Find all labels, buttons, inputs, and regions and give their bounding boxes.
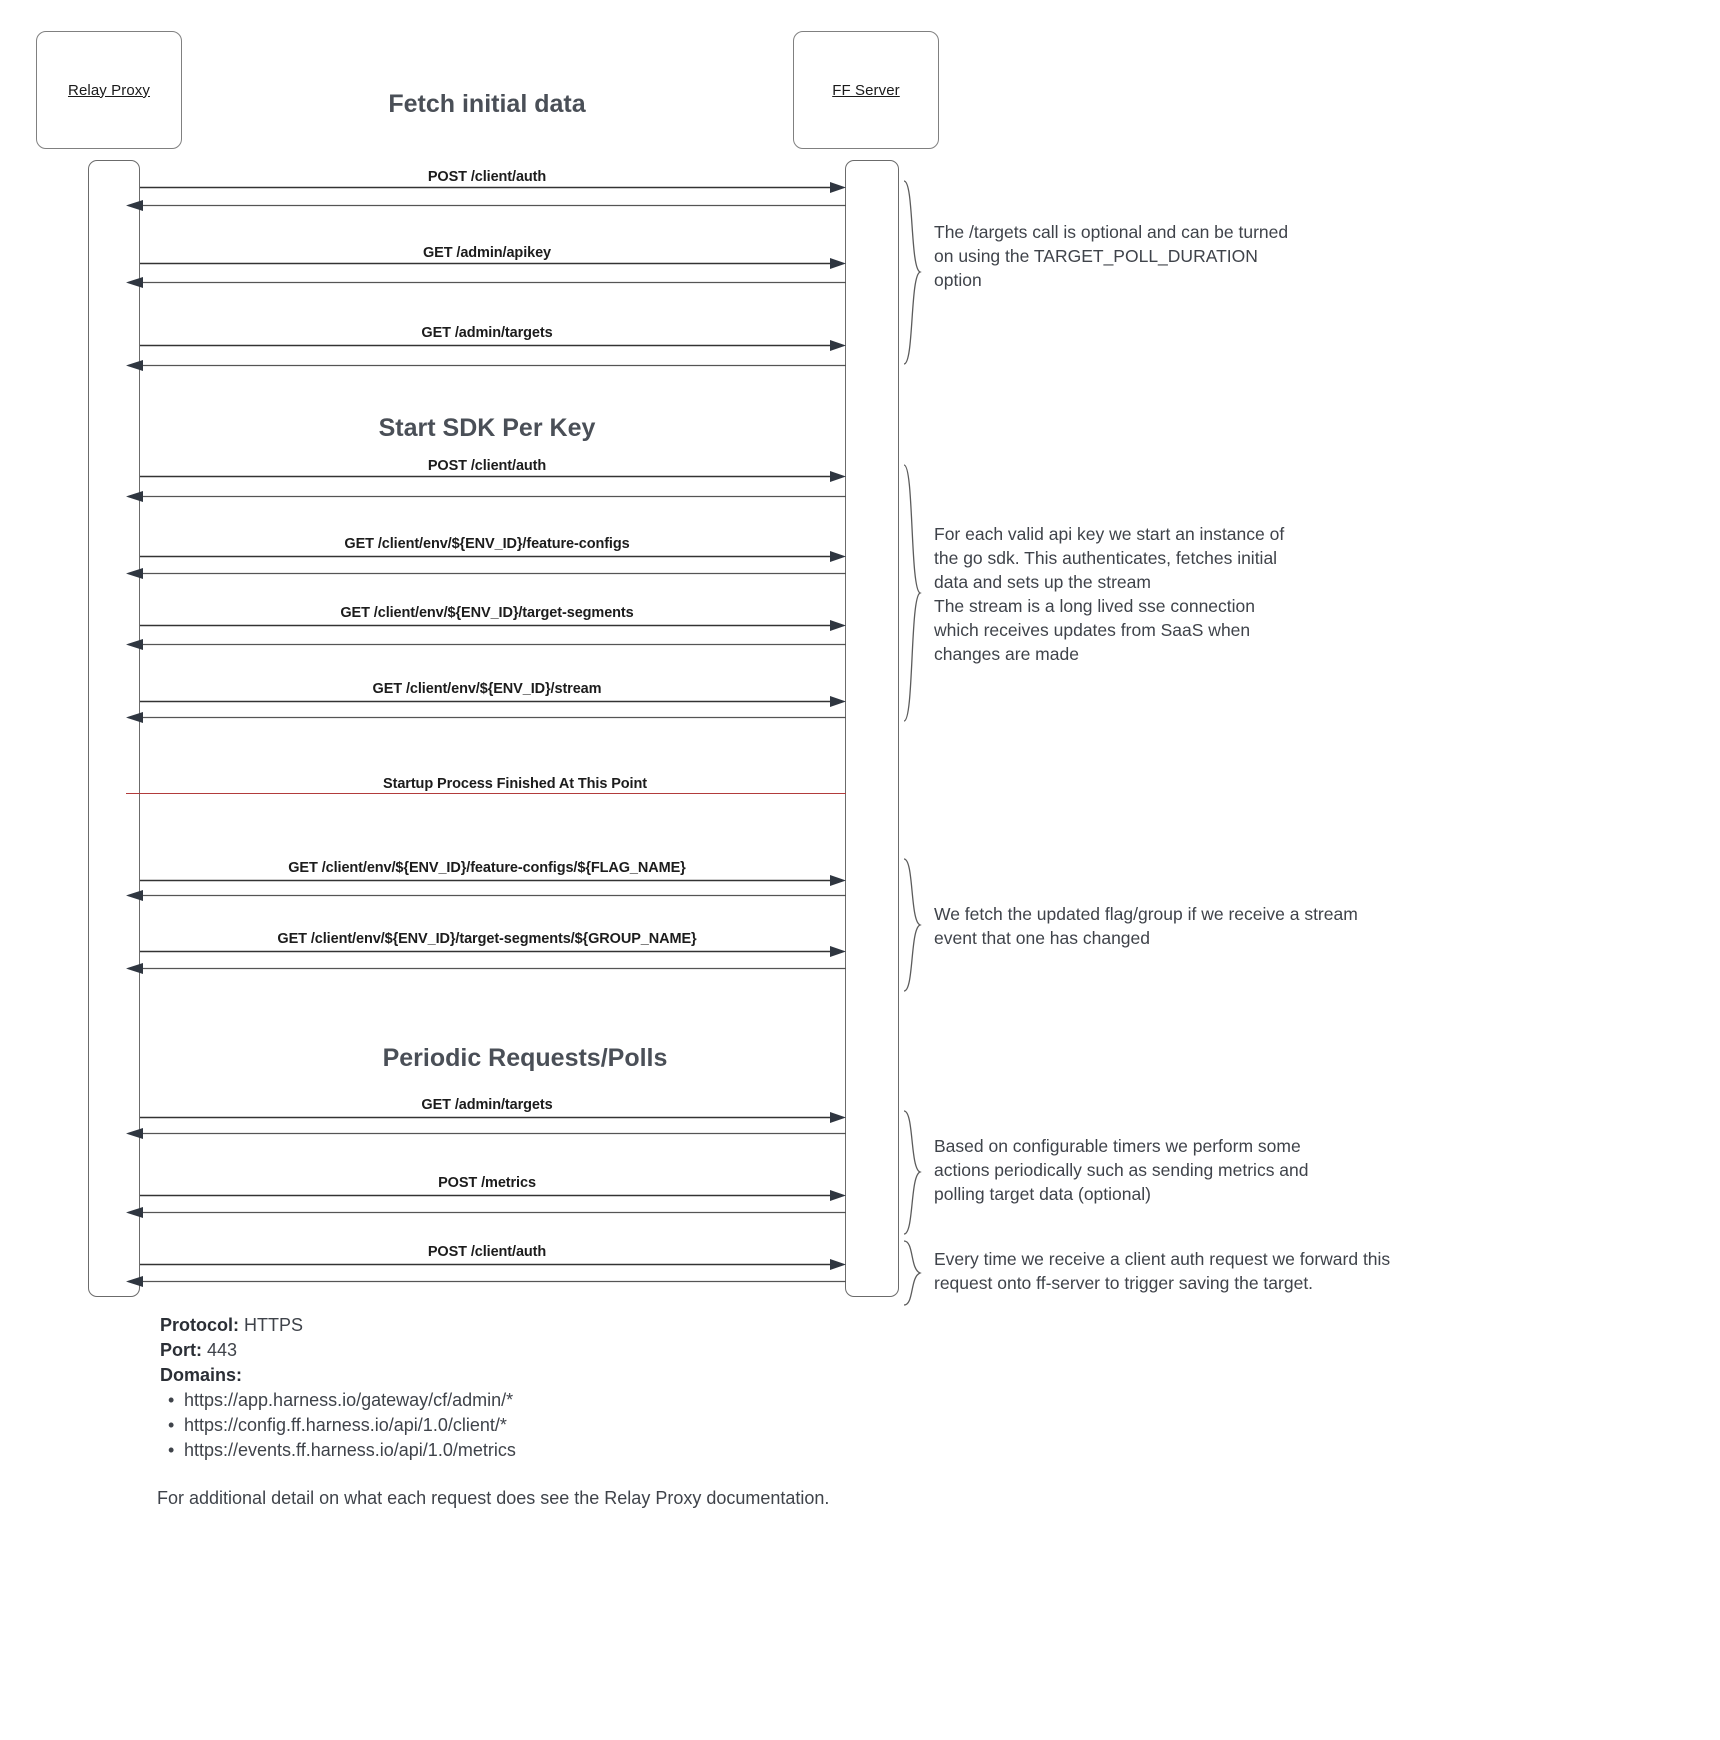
request-arrow-3 [140,471,846,482]
message-label-3: POST /client/auth [427,458,547,474]
participant-box-relay-proxy[interactable]: Relay Proxy [36,31,182,149]
note-text-3: Based on configurable timers we perform … [934,1136,1309,1204]
response-arrow-6 [126,712,846,723]
message-label-6: GET /client/env/${ENV_ID}/stream [372,681,602,697]
request-arrow-9 [140,1112,846,1123]
note-text-2: We fetch the updated flag/group if we re… [934,904,1358,948]
response-arrow-1 [126,277,846,288]
message-label-8: GET /client/env/${ENV_ID}/target-segment… [277,931,697,947]
section-title-fetch-initial-data: Fetch initial data [388,90,586,118]
message-label-2: GET /admin/targets [421,325,553,341]
request-arrow-5 [140,620,846,631]
lifeline-relay-proxy [88,160,140,1297]
protocol-line: Protocol: HTTPS [160,1313,516,1338]
section-title-periodic-requests: Periodic Requests/Polls [382,1044,668,1072]
port-value: 443 [207,1340,238,1360]
protocol-value: HTTPS [244,1315,304,1335]
connection-info-block: Protocol: HTTPS Port: 443 Domains: https… [160,1313,516,1463]
participant-label-relay-proxy: Relay Proxy [68,81,150,99]
domain-item[interactable]: https://app.harness.io/gateway/cf/admin/… [160,1388,516,1413]
request-arrow-7 [140,875,846,886]
message-label-7: GET /client/env/${ENV_ID}/feature-config… [288,860,686,876]
response-arrow-4 [126,568,846,579]
domains-label: Domains: [160,1365,243,1385]
note-brace-1 [900,464,924,722]
note-brace-3 [900,1110,924,1235]
response-arrow-8 [126,963,846,974]
message-label-4: GET /client/env/${ENV_ID}/feature-config… [344,536,630,552]
request-arrow-2 [140,340,846,351]
request-arrow-6 [140,696,846,707]
request-arrow-0 [140,182,846,193]
note-text-0: The /targets call is optional and can be… [934,222,1289,290]
request-arrow-8 [140,946,846,957]
note-brace-0 [900,180,924,365]
lifeline-ff-server [845,160,899,1297]
port-label: Port: [160,1340,202,1360]
footer-note: For additional detail on what each reque… [157,1488,830,1508]
response-arrow-7 [126,890,846,901]
request-arrow-1 [140,258,846,269]
participant-label-ff-server: FF Server [832,81,900,99]
divider-label: Startup Process Finished At This Point [383,776,647,792]
domain-list: https://app.harness.io/gateway/cf/admin/… [160,1388,516,1463]
note-text-4: Every time we receive a client auth requ… [934,1249,1391,1293]
response-arrow-3 [126,491,846,502]
domain-item[interactable]: https://config.ff.harness.io/api/1.0/cli… [160,1413,516,1438]
response-arrow-10 [126,1207,846,1218]
response-arrow-9 [126,1128,846,1139]
protocol-label: Protocol: [160,1315,239,1335]
startup-finished-divider [126,793,846,794]
request-arrow-4 [140,551,846,562]
message-label-1: GET /admin/apikey [422,245,552,261]
response-arrow-0 [126,200,846,211]
response-arrow-2 [126,360,846,371]
port-line: Port: 443 [160,1338,516,1363]
domain-item[interactable]: https://events.ff.harness.io/api/1.0/met… [160,1438,516,1463]
message-label-9: GET /admin/targets [421,1097,553,1113]
participant-box-ff-server[interactable]: FF Server [793,31,939,149]
request-arrow-11 [140,1259,846,1270]
request-arrow-10 [140,1190,846,1201]
response-arrow-11 [126,1276,846,1287]
section-title-start-sdk-per-key: Start SDK Per Key [378,414,596,442]
note-text-1: For each valid api key we start an insta… [934,524,1285,664]
domains-line: Domains: [160,1363,516,1388]
response-arrow-5 [126,639,846,650]
note-brace-2 [900,858,924,992]
message-label-10: POST /metrics [438,1175,536,1191]
message-label-5: GET /client/env/${ENV_ID}/target-segment… [340,605,634,621]
note-brace-4 [900,1240,924,1306]
message-label-11: POST /client/auth [427,1244,547,1260]
message-label-0: POST /client/auth [427,169,547,185]
